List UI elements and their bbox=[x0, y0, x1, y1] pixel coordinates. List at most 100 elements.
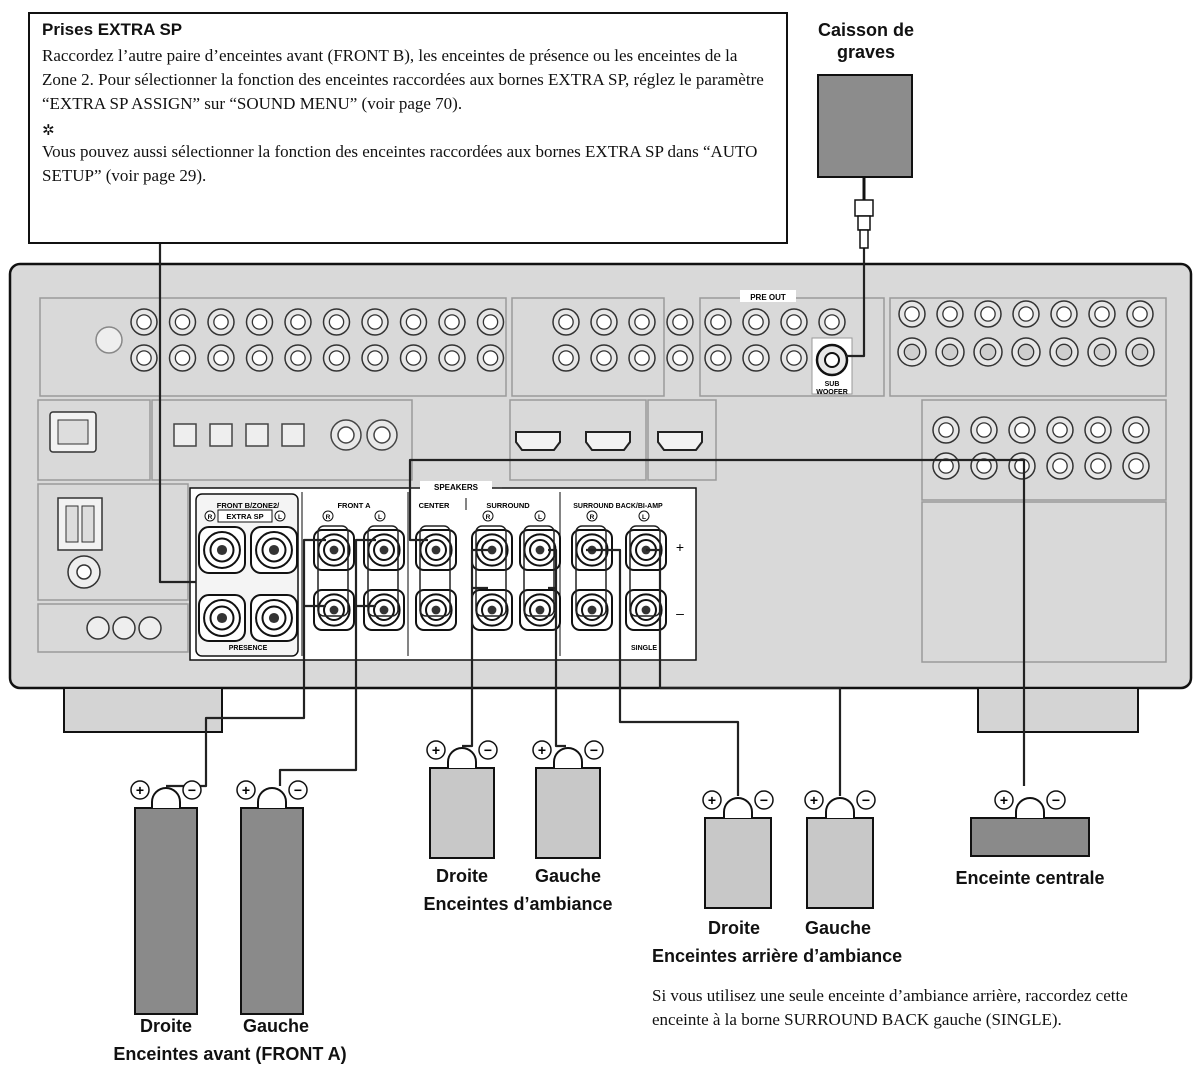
rca-jack bbox=[780, 344, 808, 372]
front-a-label: FRONT A bbox=[337, 501, 371, 510]
svg-text:−: − bbox=[590, 742, 598, 758]
left-channel-mark: L bbox=[374, 510, 386, 522]
sub-woofer-label-2: WOOFER bbox=[816, 389, 848, 396]
svg-text:−: − bbox=[760, 792, 768, 808]
extra-sp-callout: Prises EXTRA SP Raccordez l’autre paire … bbox=[28, 12, 788, 244]
rca-jack bbox=[1046, 416, 1074, 444]
rca-jack bbox=[704, 344, 732, 372]
rca-jack bbox=[245, 308, 274, 336]
rca-jack bbox=[1008, 416, 1036, 444]
surround-back-left-wire bbox=[646, 548, 842, 796]
lightbulb-icon: ✲ bbox=[42, 121, 55, 139]
right-channel-mark: R bbox=[322, 510, 334, 522]
rca-jack bbox=[818, 308, 846, 336]
minus-terminal: − bbox=[182, 780, 202, 800]
rca-jack bbox=[284, 344, 312, 372]
svg-text:−: − bbox=[188, 782, 196, 798]
extra-sp-label-row: R EXTRA SP L bbox=[204, 509, 286, 523]
minus-terminal: − bbox=[478, 740, 498, 760]
panel-sections bbox=[37, 297, 1167, 663]
rca-jack bbox=[970, 452, 998, 480]
rca-jack bbox=[1088, 300, 1116, 328]
pre-out-label-band bbox=[740, 290, 796, 302]
rca-jack bbox=[974, 300, 1002, 328]
svg-text:−: − bbox=[862, 792, 870, 808]
callout-tip: Vous pouvez aussi sélectionner la foncti… bbox=[42, 142, 758, 185]
rca-jack bbox=[1087, 337, 1117, 367]
svg-text:L: L bbox=[378, 514, 382, 521]
rca-jack bbox=[897, 337, 927, 367]
binding-post bbox=[519, 589, 561, 631]
presence-label: PRESENCE bbox=[229, 645, 268, 652]
center-wire bbox=[408, 458, 1026, 786]
svg-text:−: − bbox=[294, 782, 302, 798]
rca-jack bbox=[476, 308, 505, 336]
rca-jack bbox=[322, 308, 351, 336]
left-channel-mark: L bbox=[534, 510, 546, 522]
rs232-port bbox=[49, 411, 97, 453]
plus-terminal: + bbox=[130, 780, 150, 800]
rca-jack bbox=[704, 308, 732, 336]
subwoofer-label-1: Caisson de bbox=[817, 20, 915, 40]
plus-terminal: + bbox=[702, 790, 722, 810]
minus-terminal: − bbox=[754, 790, 774, 810]
receiver-foot-left bbox=[63, 687, 223, 733]
rca-jack bbox=[1012, 300, 1040, 328]
plus-terminal: + bbox=[236, 780, 256, 800]
pre-out-label: PRE OUT bbox=[750, 293, 786, 302]
rca-jack bbox=[1084, 452, 1112, 480]
callout-body: Raccordez l’autre paire d’enceintes avan… bbox=[42, 46, 764, 113]
terminal-minus-label: – bbox=[676, 605, 684, 621]
surround-label: SURROUND bbox=[486, 501, 530, 510]
extra-sp-r-mark: R bbox=[208, 514, 213, 521]
rca-jack bbox=[438, 344, 466, 372]
rca-jack bbox=[1050, 300, 1078, 328]
binding-post bbox=[415, 589, 457, 631]
rca-jack bbox=[1049, 337, 1079, 367]
subwoofer-plug bbox=[854, 177, 874, 249]
plus-terminal: + bbox=[532, 740, 552, 760]
front-left-speaker: +− bbox=[236, 780, 308, 1015]
plus-terminal: + bbox=[804, 790, 824, 810]
rca-jack bbox=[284, 308, 312, 336]
sub-woofer-label-1: SUB bbox=[825, 381, 840, 388]
svg-text:+: + bbox=[538, 742, 546, 758]
rca-jack bbox=[742, 344, 770, 372]
rca-jack bbox=[1122, 452, 1150, 480]
surround-left-label: Gauche bbox=[534, 866, 602, 886]
rca-jack bbox=[628, 344, 656, 372]
center-speaker: +− bbox=[970, 790, 1090, 857]
svg-text:+: + bbox=[136, 782, 144, 798]
rca-jack bbox=[207, 308, 235, 336]
svg-text:+: + bbox=[708, 792, 716, 808]
svg-text:L: L bbox=[642, 514, 646, 521]
speaker-wires bbox=[158, 244, 1026, 796]
surround-right-wire bbox=[462, 548, 488, 748]
rca-jack bbox=[130, 308, 158, 336]
rca-jack-grid bbox=[130, 300, 1155, 480]
speaker-terminals bbox=[198, 526, 667, 642]
rca-jack bbox=[1008, 452, 1036, 480]
speakers-label-band bbox=[420, 481, 492, 493]
rca-jack bbox=[742, 308, 770, 336]
right-channel-mark: R bbox=[586, 510, 598, 522]
rca-jack bbox=[168, 308, 197, 336]
binding-post bbox=[363, 589, 405, 631]
minus-terminal: − bbox=[1046, 790, 1066, 810]
surround-right-label: Droite bbox=[435, 866, 488, 886]
svg-text:R: R bbox=[590, 514, 595, 521]
rca-jack bbox=[1126, 300, 1154, 328]
rca-jack bbox=[628, 308, 656, 336]
rca-jack bbox=[245, 344, 274, 372]
rca-jack bbox=[1125, 337, 1155, 367]
subwoofer-jack bbox=[811, 337, 853, 395]
ac-outlet bbox=[57, 497, 103, 551]
rca-jack bbox=[936, 300, 964, 328]
bottom-jacks bbox=[86, 616, 162, 640]
rca-jack bbox=[590, 344, 618, 372]
svg-text:+: + bbox=[432, 742, 440, 758]
svg-text:R: R bbox=[486, 514, 491, 521]
